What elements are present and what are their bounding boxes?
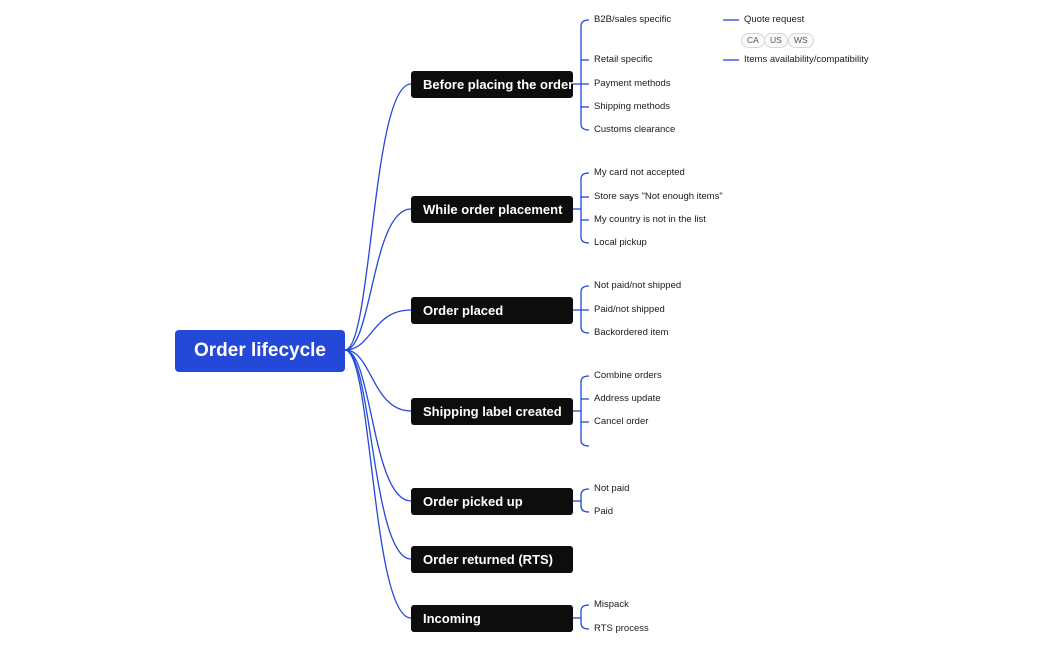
- sub-leaf-item[interactable]: Quote request: [744, 14, 805, 25]
- leaf-item[interactable]: Shipping methods: [594, 101, 671, 112]
- leaf-item[interactable]: Customs clearance: [594, 124, 676, 135]
- root-connector: [344, 208, 412, 351]
- branch-node-label: While order placement: [423, 201, 563, 217]
- leaf-item[interactable]: My country is not in the list: [594, 214, 706, 225]
- leaf-item[interactable]: My card not accepted: [594, 167, 685, 178]
- leaf-bracket: [580, 604, 590, 630]
- root-connector: [344, 349, 412, 412]
- leaf-item[interactable]: Backordered item: [594, 327, 669, 338]
- root-node-label: Order lifecycle: [193, 340, 327, 361]
- leaf-item[interactable]: Payment methods: [594, 78, 671, 89]
- branch-node-label: Order picked up: [423, 493, 523, 509]
- branch-node[interactable]: Shipping label created: [411, 397, 573, 425]
- leaf-item[interactable]: Combine orders: [594, 370, 662, 381]
- leaf-item[interactable]: Not paid/not shipped: [594, 280, 682, 291]
- leaf-item[interactable]: Not paid: [594, 483, 630, 494]
- branch-node-label: Order returned (RTS): [423, 551, 554, 567]
- branch-node[interactable]: Order picked up: [411, 487, 573, 515]
- sub-leaf-item[interactable]: Items availability/compatibility: [744, 54, 869, 65]
- leaf-item[interactable]: RTS process: [594, 623, 649, 634]
- root-connector: [344, 349, 412, 619]
- leaf-bracket: [580, 488, 590, 513]
- branch-node-label: Shipping label created: [423, 403, 562, 419]
- branch-node-label: Order placed: [423, 302, 504, 318]
- branch-node[interactable]: While order placement: [411, 195, 573, 223]
- branch-node[interactable]: Order placed: [411, 296, 573, 324]
- branch-node-label: Incoming: [423, 610, 481, 626]
- leaf-bracket: [580, 172, 590, 244]
- root-connector: [344, 349, 412, 502]
- root-connector: [344, 349, 412, 560]
- branch-node[interactable]: Incoming: [411, 604, 573, 632]
- branch-node-label: Before placing the order: [423, 76, 574, 92]
- leaf-bracket: [580, 285, 590, 334]
- branch-node[interactable]: Order returned (RTS): [411, 545, 573, 573]
- leaf-item[interactable]: Paid/not shipped: [594, 304, 665, 315]
- region-tag[interactable]: CA: [741, 33, 765, 48]
- leaf-item[interactable]: Retail specific: [594, 54, 653, 65]
- region-tag[interactable]: US: [764, 33, 788, 48]
- leaf-item[interactable]: Mispack: [594, 599, 629, 610]
- leaf-item[interactable]: B2B/sales specific: [594, 14, 672, 25]
- leaf-item[interactable]: Local pickup: [594, 237, 647, 248]
- leaf-item[interactable]: Store says "Not enough items": [594, 191, 723, 202]
- root-node[interactable]: Order lifecycle: [175, 330, 345, 372]
- region-tag[interactable]: WS: [788, 33, 814, 48]
- root-connector: [344, 309, 412, 351]
- root-connector: [344, 83, 412, 351]
- leaf-bracket: [580, 375, 590, 447]
- leaf-item[interactable]: Address update: [594, 393, 661, 404]
- branch-node[interactable]: Before placing the order: [411, 70, 574, 98]
- leaf-item[interactable]: Paid: [594, 506, 614, 517]
- leaf-bracket: [580, 19, 590, 131]
- leaf-item[interactable]: Cancel order: [594, 416, 649, 427]
